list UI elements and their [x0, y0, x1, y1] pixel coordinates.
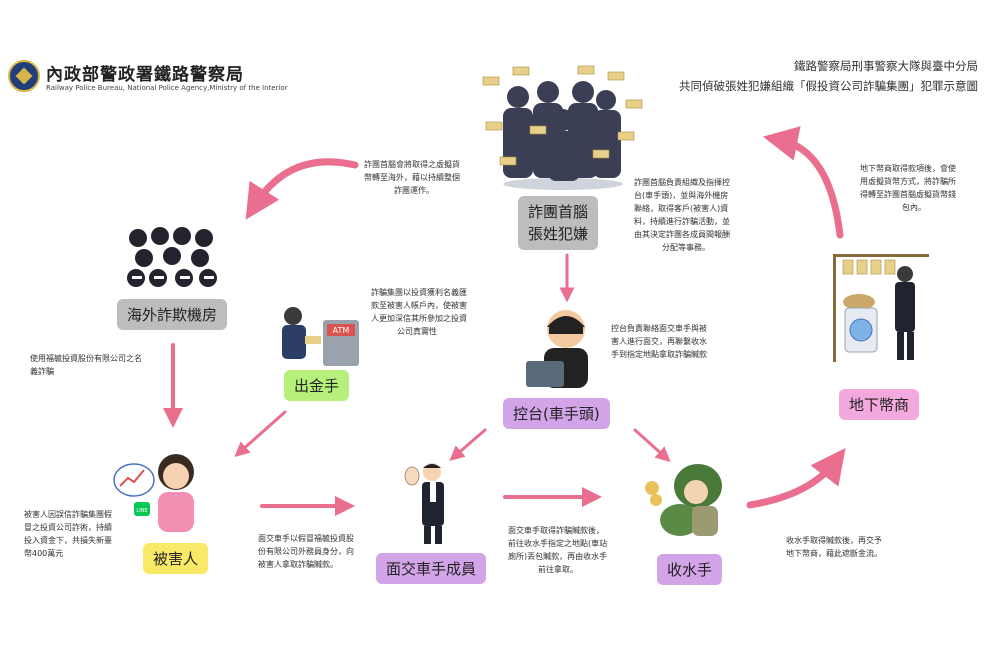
note-victim-desc: 被害人因誤信詐騙集團假 冒之投資公司詐術，持續 投入資金下，共損失新臺 幣400… — [24, 510, 112, 558]
note-atm-desc: 詐騙集團以投資獲利名義匯 款至被害人帳戶內，使被害 人更加深信其所參加之投資 公… — [371, 288, 467, 336]
note-courier-desc: 面交車手以假冒福毓投資股 份有限公司外務員身分，向 被害人拿取詐騙贓款。 — [258, 534, 354, 569]
leader-label: 詐團首腦 張姓犯嫌 — [518, 196, 599, 250]
control-label: 控台(車手頭) — [503, 398, 610, 429]
subtitle-line2: 共同偵破張姓犯嫌組織「假投資公司詐騙集團」犯罪示意圖 — [679, 79, 978, 93]
atm-withdrawer-illustration: ATM — [282, 307, 359, 366]
victim-label: 被害人 — [143, 543, 209, 574]
atm-label: 出金手 — [284, 370, 350, 401]
arrow-atm-to-victim — [234, 410, 287, 457]
atm-sign: ATM — [333, 326, 350, 335]
courier-label: 面交車手成員 — [376, 553, 487, 584]
org-name-en: Railway Police Bureau, National Police A… — [46, 84, 288, 92]
leader-label-line2: 張姓犯嫌 — [528, 225, 589, 243]
underground-label: 地下幣商 — [839, 389, 920, 420]
subtitle-line1: 鐵路警察局刑事警察大隊與臺中分局 — [794, 59, 978, 73]
note-underground-desc: 地下幣商取得款項後，會使 用虛擬貨幣方式，將詐騙所 得轉至詐團首腦虛擬貨幣錢 包… — [860, 164, 956, 212]
control-operator-illustration — [526, 310, 588, 388]
line-app-icon: LINE — [136, 508, 147, 514]
underground-money-changer-illustration — [833, 254, 929, 362]
overseas-call-center-illustration — [127, 227, 217, 287]
collector-label: 收水手 — [657, 554, 723, 585]
collector-illustration — [645, 464, 722, 536]
note-control-desc: 控台負責聯絡面交車手與被 害人進行面交，再聯繫收水 手到指定地點拿取詐騙贓款 — [611, 324, 707, 359]
arrow-control-to-collector — [633, 428, 671, 463]
note-leader-to-overseas: 詐團首腦會將取得之虛擬貨 幣轉至海外，藉以持續整個 詐團運作。 — [364, 160, 460, 195]
arrow-collector-to-underground — [746, 448, 846, 509]
victim-illustration: LINE — [113, 454, 194, 532]
overseas-label: 海外詐欺機房 — [117, 299, 228, 330]
crime-boss-group-illustration — [482, 65, 643, 190]
arrow-control-to-courier — [449, 428, 487, 461]
note-underground-to: 收水手取得贓款後，再交予 地下幣商，藉此遮斷金流。 — [786, 536, 882, 558]
courier-illustration — [404, 463, 444, 544]
police-badge-logo — [8, 60, 40, 92]
note-overseas-desc: 使用福毓投資股份有限公司之名 義詐騙 — [30, 354, 142, 376]
note-leader-desc: 詐團首腦負責組織及指揮控 台(車手頭)，並與海外機房 聯絡，取得客戶(被害人)資… — [634, 178, 730, 252]
arrow-leader-to-overseas — [245, 158, 359, 220]
note-collector-desc: 面交車手取得詐騙贓款後， 前往收水手指定之地點(車站 廁所)丟包贓款，再由收水手… — [508, 526, 608, 574]
org-name-zh: 內政部警政署鐵路警察局 — [46, 65, 244, 85]
leader-label-line1: 詐團首腦 — [528, 203, 589, 221]
arrow-underground-to-leader — [762, 126, 844, 239]
